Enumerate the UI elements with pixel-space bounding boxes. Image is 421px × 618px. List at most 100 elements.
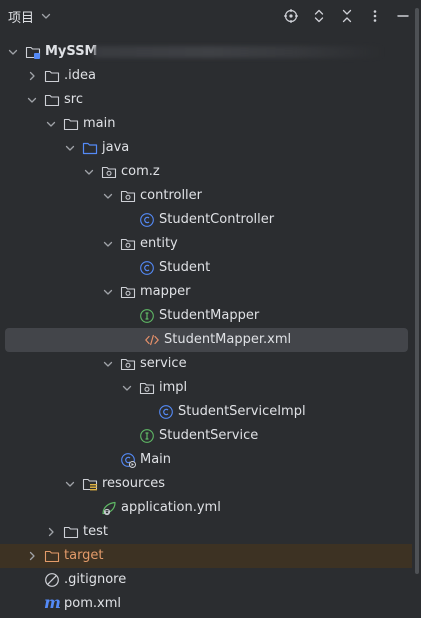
- tree-node-main[interactable]: main: [0, 112, 412, 136]
- chevron-down-icon[interactable]: [26, 94, 38, 106]
- tree-node-label: StudentMapper: [159, 308, 260, 323]
- tree-node-src[interactable]: src: [0, 88, 412, 112]
- tree-node-java[interactable]: java: [0, 136, 412, 160]
- tree-node-label: main: [83, 116, 116, 131]
- select-opened-file-button[interactable]: [283, 8, 299, 24]
- interface-icon: [139, 428, 155, 444]
- tree-node-label: mapper: [140, 284, 191, 299]
- chevron-down-icon[interactable]: [102, 190, 114, 202]
- tree-node-label: StudentController: [159, 212, 275, 227]
- project-view-title: 项目: [8, 10, 35, 26]
- chevron-down-icon[interactable]: [102, 286, 114, 298]
- resources-folder-icon: [82, 476, 98, 492]
- package-icon: [139, 380, 155, 396]
- tree-node-test[interactable]: test: [0, 520, 412, 544]
- tree-node-target[interactable]: target: [0, 544, 412, 568]
- tree-node-student-controller[interactable]: StudentController: [0, 208, 412, 232]
- tree-node-label: Student: [159, 260, 211, 275]
- ignore-file-icon: [44, 572, 60, 588]
- tree-node-label: .idea: [64, 68, 96, 83]
- package-icon: [101, 164, 117, 180]
- chevron-down-icon[interactable]: [64, 478, 76, 490]
- tree-node-main-class[interactable]: Main: [0, 448, 412, 472]
- collapse-all-button[interactable]: [339, 8, 355, 24]
- expand-all-button[interactable]: [311, 8, 327, 24]
- tree-node-label: test: [83, 524, 108, 539]
- vertical-scrollbar[interactable]: [415, 8, 419, 574]
- class-icon: [139, 260, 155, 276]
- tree-node-service[interactable]: service: [0, 352, 412, 376]
- folder-icon: [63, 524, 79, 540]
- tree-node-label: src: [64, 92, 83, 107]
- tree-node-resources[interactable]: resources: [0, 472, 412, 496]
- maven-icon: m: [44, 593, 61, 612]
- tree-node-gitignore[interactable]: .gitignore: [0, 568, 412, 592]
- tree-node-label: impl: [159, 380, 188, 395]
- tree-node-student-mapper[interactable]: StudentMapper: [0, 304, 412, 328]
- tree-node-pom[interactable]: m pom.xml: [0, 592, 412, 616]
- interface-icon: [139, 308, 155, 324]
- tree-node-student-service-impl[interactable]: StudentServiceImpl: [0, 400, 412, 424]
- header-toolbar: [283, 0, 411, 32]
- tree-node-label: java: [102, 140, 130, 155]
- options-button[interactable]: [367, 8, 383, 24]
- package-icon: [120, 284, 136, 300]
- tree-node-label: application.yml: [121, 500, 221, 515]
- tree-node-label: MySSM: [45, 44, 98, 59]
- project-view-selector[interactable]: 项目: [8, 0, 52, 32]
- crosshair-icon: [284, 9, 298, 23]
- chevron-down-icon[interactable]: [45, 118, 57, 130]
- project-tree: MySSM .idea src main java com.z controll…: [0, 40, 412, 616]
- chevron-down-icon[interactable]: [64, 142, 76, 154]
- tree-node-application-yml[interactable]: application.yml: [0, 496, 412, 520]
- tree-node-student-mapper-xml[interactable]: StudentMapper.xml: [5, 328, 408, 352]
- tree-node-student-service[interactable]: StudentService: [0, 424, 412, 448]
- chevron-down-icon[interactable]: [121, 382, 133, 394]
- chevron-down-icon[interactable]: [7, 46, 19, 58]
- tree-node-label: StudentMapper.xml: [164, 332, 292, 347]
- tree-node-label: entity: [140, 236, 178, 251]
- project-tool-window-header: 项目: [0, 0, 421, 32]
- chevron-down-icon[interactable]: [102, 238, 114, 250]
- chevron-down-icon[interactable]: [102, 358, 114, 370]
- folder-icon: [44, 68, 60, 84]
- main-class-icon: [120, 452, 136, 468]
- tree-node-label: com.z: [121, 164, 160, 179]
- chevron-right-icon[interactable]: [26, 70, 38, 82]
- tree-node-label: resources: [102, 476, 166, 491]
- expand-all-icon: [314, 9, 324, 23]
- tree-node-label: pom.xml: [64, 596, 121, 611]
- package-icon: [120, 188, 136, 204]
- tree-node-student[interactable]: Student: [0, 256, 412, 280]
- tree-node-label: StudentServiceImpl: [178, 404, 306, 419]
- tree-node-controller[interactable]: controller: [0, 184, 412, 208]
- excluded-folder-icon: [44, 548, 60, 564]
- tree-node-mapper[interactable]: mapper: [0, 280, 412, 304]
- tree-node-label: target: [64, 548, 104, 563]
- class-icon: [139, 212, 155, 228]
- collapse-all-icon: [342, 9, 352, 23]
- class-icon: [158, 404, 174, 420]
- folder-icon: [63, 116, 79, 132]
- tree-node-label: service: [140, 356, 187, 371]
- chevron-right-icon[interactable]: [26, 550, 38, 562]
- more-vertical-icon: [373, 10, 377, 22]
- chevron-right-icon[interactable]: [45, 526, 57, 538]
- hide-button[interactable]: [395, 8, 411, 24]
- tree-node-comz[interactable]: com.z: [0, 160, 412, 184]
- chevron-down-icon: [40, 10, 52, 22]
- module-folder-icon: [25, 44, 41, 60]
- tree-node-label: StudentService: [159, 428, 259, 443]
- folder-icon: [44, 92, 60, 108]
- tree-node-label: .gitignore: [64, 572, 127, 587]
- chevron-down-icon[interactable]: [83, 166, 95, 178]
- source-folder-icon: [82, 140, 98, 156]
- tree-node-root[interactable]: MySSM: [0, 40, 412, 64]
- tree-node-label: Main: [140, 452, 172, 467]
- tree-node-label: controller: [140, 188, 203, 203]
- tree-node-entity[interactable]: entity: [0, 232, 412, 256]
- tree-node-idea[interactable]: .idea: [0, 64, 412, 88]
- tree-node-impl[interactable]: impl: [0, 376, 412, 400]
- redacted-path: [94, 46, 384, 58]
- package-icon: [120, 356, 136, 372]
